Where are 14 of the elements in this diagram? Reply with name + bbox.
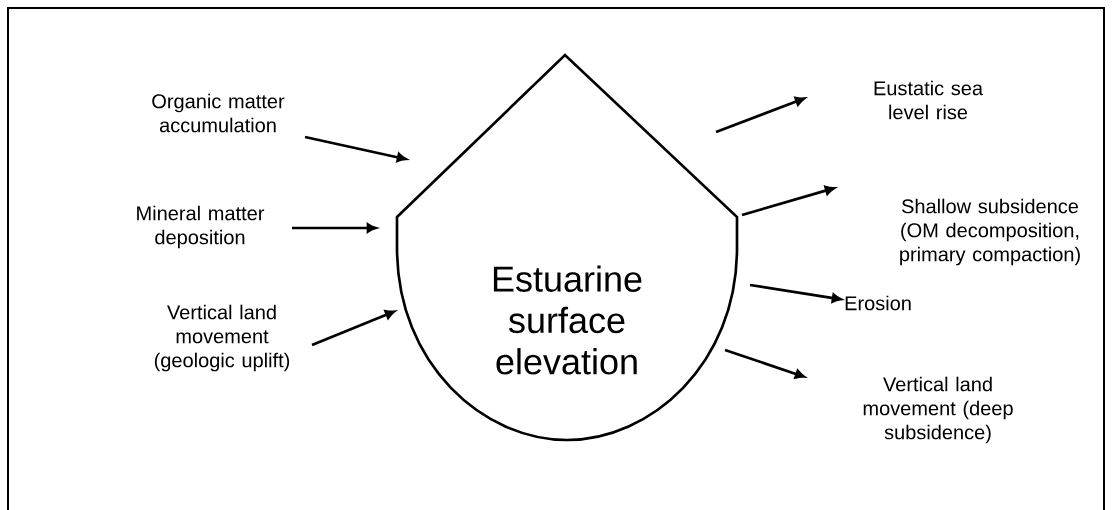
arrow bbox=[749, 283, 842, 303]
arrow bbox=[715, 96, 805, 134]
factor-label: Vertical land movement (deep subsidence) bbox=[863, 376, 1013, 444]
factor-label: Vertical land movement (geologic uplift) bbox=[154, 304, 290, 372]
arrow bbox=[304, 135, 407, 163]
factor-label: Mineral matter deposition bbox=[137, 205, 265, 249]
arrow bbox=[741, 185, 835, 217]
arrow bbox=[292, 223, 377, 233]
factor-label: Eustatic sea level rise bbox=[874, 80, 984, 120]
arrow bbox=[724, 348, 805, 379]
factor-label: Shallow subsidence (OM decomposition, primary compaction) bbox=[900, 198, 1080, 266]
factor-label: Organic matter accumulation bbox=[152, 93, 285, 133]
factor-label: Erosion bbox=[845, 295, 911, 311]
arrow bbox=[311, 310, 396, 347]
